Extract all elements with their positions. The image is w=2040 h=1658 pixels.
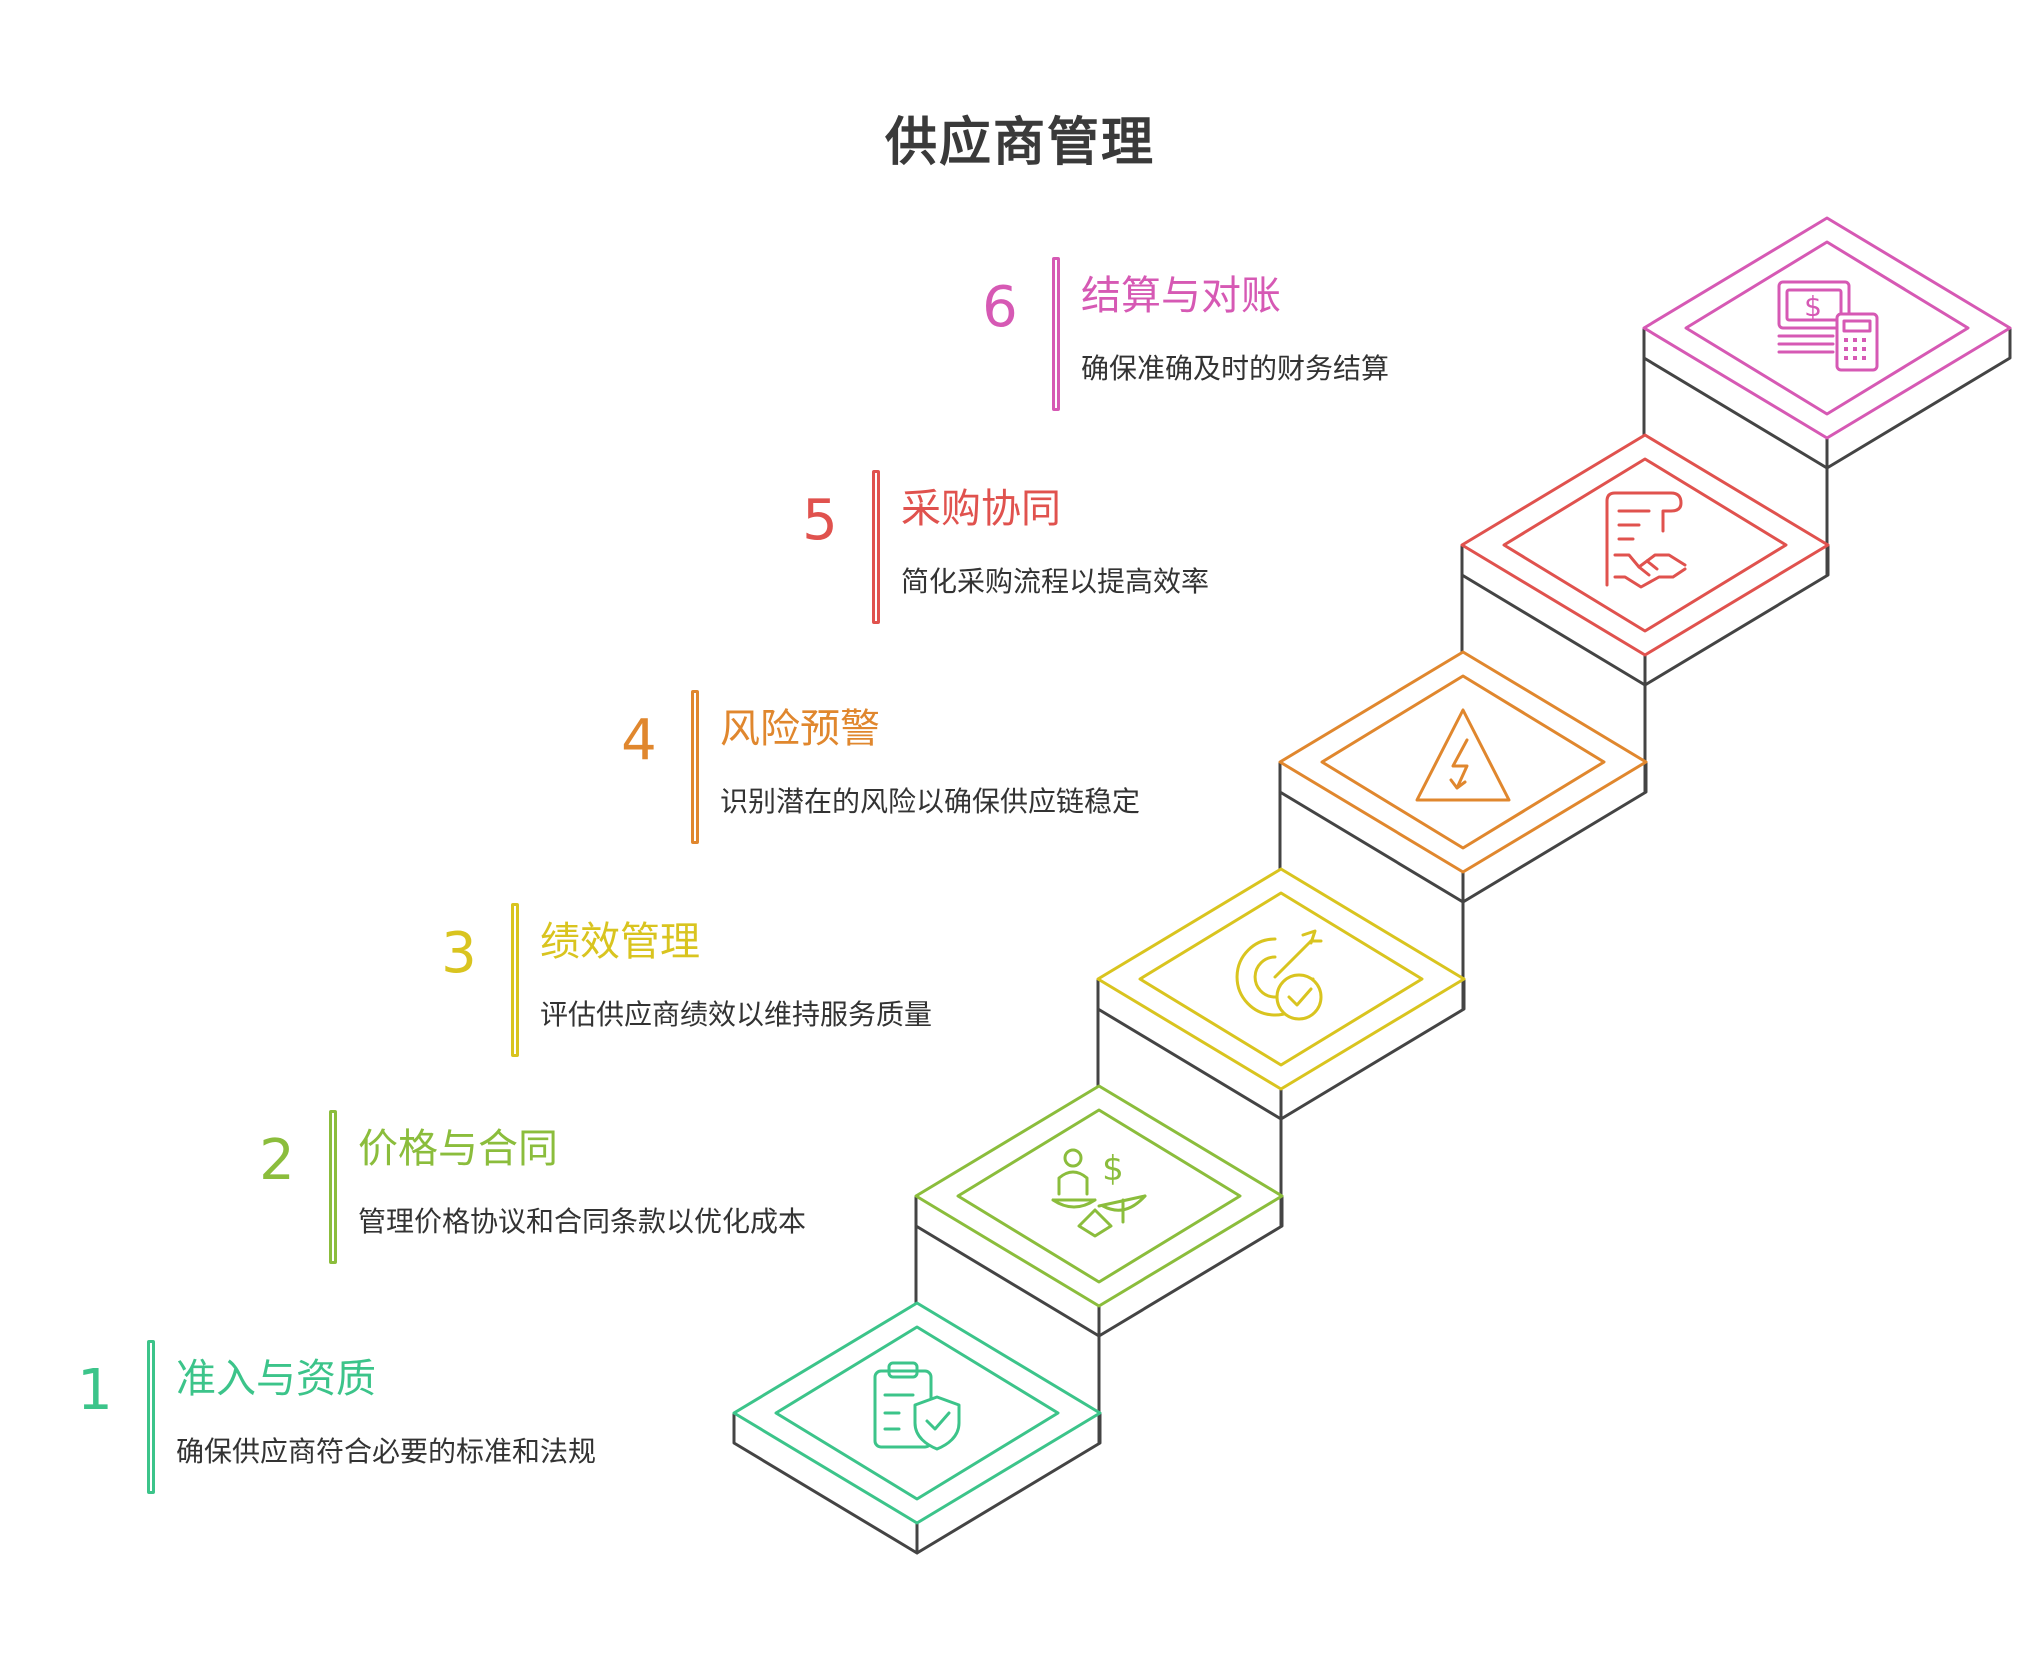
svg-text:$: $ [1102,1149,1124,1189]
step-label: 价格与合同 [358,1126,558,1172]
step-label: 采购协同 [901,486,1061,532]
step-number: 1 [77,1358,113,1423]
step-plate-4 [1278,650,1648,874]
plate-inner [1320,674,1606,850]
clipboard-shield-icon [873,1361,961,1451]
money-calculator-icon: $ [1777,280,1879,372]
step-number: 2 [259,1128,295,1193]
step-plate-3 [1096,867,1466,1091]
plate-inner [1138,891,1424,1067]
step-description: 识别潜在的风险以确保供应链稳定 [720,785,1141,818]
step-number: 6 [982,275,1018,340]
step-6: 6 结算与对账 确保准确及时的财务结算 [955,257,1855,575]
plate-inner [774,1325,1060,1501]
step-bar [147,1340,155,1494]
plate-outer [1278,650,1648,874]
step-plate-1 [732,1301,1102,1525]
step-description: 管理价格协议和合同条款以优化成本 [358,1205,807,1238]
plate-inner [1502,457,1788,633]
step-slab-side [1826,328,2012,470]
plate-outer [1460,433,1830,657]
step-slab-edge [1642,328,1829,470]
plate-inner [1684,240,1970,416]
step-bar [329,1110,337,1264]
step-number: 3 [441,921,477,986]
target-check-icon [1235,929,1323,1021]
page-title: 供应商管理 [884,113,1155,173]
step-description: 确保供应商符合必要的标准和法规 [176,1435,597,1468]
step-slab-edge [1460,545,1647,687]
step-description: 确保准确及时的财务结算 [1081,352,1390,385]
step-label: 绩效管理 [540,919,700,965]
step-slab-edge [1278,762,1465,904]
step-slab-edge [1096,979,1283,1121]
step-label: 风险预警 [720,706,880,752]
contract-handshake-icon [1605,491,1687,589]
plate-outer [914,1084,1284,1308]
step-number: 4 [621,708,657,773]
step-plate-6: $ [1642,216,2012,440]
plate-outer [1096,867,1466,1091]
step-label: 准入与资质 [176,1356,376,1402]
svg-text:$: $ [1804,290,1822,323]
step-plate-5 [1460,433,1830,657]
plate-inner [956,1108,1242,1284]
step-2: 2 价格与合同 管理价格协议和合同条款以优化成本 [232,1110,1132,1428]
step-bar [511,903,519,1057]
step-slab-edge [732,1413,919,1555]
step-bar [691,690,699,844]
step-slab-edge [914,1196,1101,1338]
step-description: 简化采购流程以提高效率 [901,565,1210,598]
step-label: 结算与对账 [1081,273,1281,319]
step-5: 5 采购协同 简化采购流程以提高效率 [775,470,1675,788]
step-bar [1052,257,1060,411]
scale-dollar-icon: $ [1051,1148,1147,1238]
step-number: 5 [802,488,838,553]
step-bar [872,470,880,624]
warning-triangle-icon [1415,708,1511,802]
step-description: 评估供应商绩效以维持服务质量 [540,998,933,1031]
step-4: 4 风险预警 识别潜在的风险以确保供应链稳定 [594,690,1494,1008]
step-3: 3 绩效管理 评估供应商绩效以维持服务质量 [414,903,1314,1221]
step-1: 1 准入与资质 确保供应商符合必要的标准和法规 [50,1340,950,1658]
step-plate-2: $ [914,1084,1284,1308]
